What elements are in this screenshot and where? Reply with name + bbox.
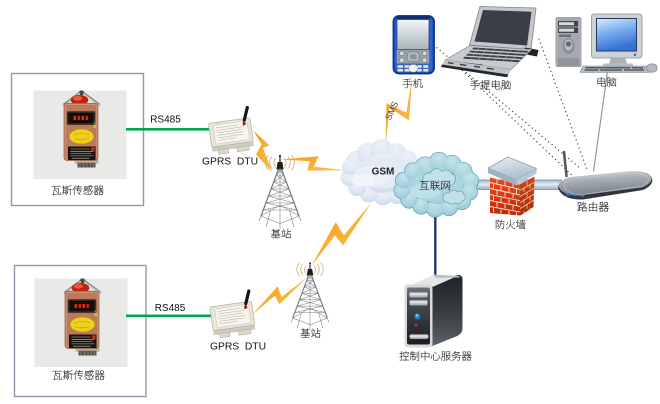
svg-text:RS485: RS485 [150,115,181,126]
svg-text:GSM: GSM [372,167,395,178]
svg-text:GPRS DTU: GPRS DTU [210,342,266,353]
svg-text:GPRS DTU: GPRS DTU [202,157,258,168]
svg-text:RS485: RS485 [155,303,186,314]
